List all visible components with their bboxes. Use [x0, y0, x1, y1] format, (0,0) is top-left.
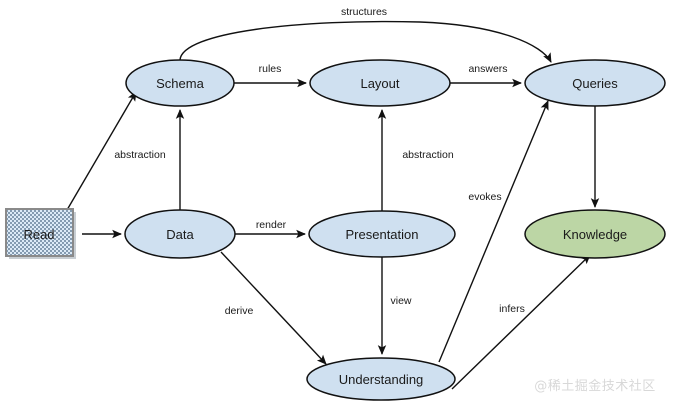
edge-label-structures: structures: [341, 6, 387, 18]
node-knowledge[interactable]: Knowledge: [524, 209, 666, 259]
node-label-layout: Layout: [360, 76, 399, 91]
node-label-data: Data: [166, 227, 194, 242]
node-knowledge-ellipse: [524, 209, 666, 259]
node-data-ellipse: [124, 209, 236, 259]
node-layout[interactable]: Layout: [309, 59, 451, 107]
node-label-presentation: Presentation: [346, 227, 419, 242]
node-label-schema: Schema: [156, 76, 204, 91]
edge-label-answers: answers: [468, 63, 507, 75]
nodes-layer: Read Schema Layout Queries Data: [5, 59, 666, 401]
edge-schema-queries: [179, 20, 552, 63]
node-understanding[interactable]: Understanding: [306, 357, 456, 401]
node-schema-ellipse: [125, 59, 235, 107]
edge-label-view: view: [390, 295, 411, 307]
node-layout-ellipse: [309, 59, 451, 107]
node-queries-ellipse: [524, 59, 666, 107]
node-label-understanding: Understanding: [339, 372, 424, 387]
edge-label-rules: rules: [259, 63, 282, 75]
read-box: [5, 208, 74, 257]
node-queries[interactable]: Queries: [524, 59, 666, 107]
node-data[interactable]: Data: [124, 209, 236, 259]
node-presentation[interactable]: Presentation: [308, 210, 456, 258]
edge-read-schema: [66, 91, 137, 211]
edges-layer: [66, 20, 600, 390]
edge-label-evokes: evokes: [468, 191, 501, 203]
node-label-read: Read: [23, 227, 54, 242]
node-presentation-ellipse: [308, 210, 456, 258]
edge-labels-layer: structures rules answers abstraction abs…: [114, 6, 525, 317]
watermark: @稀土掘金技术社区: [534, 378, 656, 394]
node-label-queries: Queries: [572, 76, 618, 91]
node-understanding-ellipse: [306, 357, 456, 401]
edge-label-abstraction-left: abstraction: [114, 149, 166, 161]
edge-label-abstraction-right: abstraction: [402, 149, 454, 161]
edge-data-understanding: [220, 251, 327, 365]
edge-label-derive: derive: [225, 305, 254, 317]
edge-label-render: render: [256, 219, 287, 231]
node-label-knowledge: Knowledge: [563, 227, 627, 242]
edge-understanding-knowledge: [451, 254, 591, 390]
node-schema[interactable]: Schema: [125, 59, 235, 107]
node-read[interactable]: Read: [5, 208, 76, 259]
edge-understanding-queries: [438, 100, 549, 363]
edge-label-infers: infers: [499, 303, 525, 315]
